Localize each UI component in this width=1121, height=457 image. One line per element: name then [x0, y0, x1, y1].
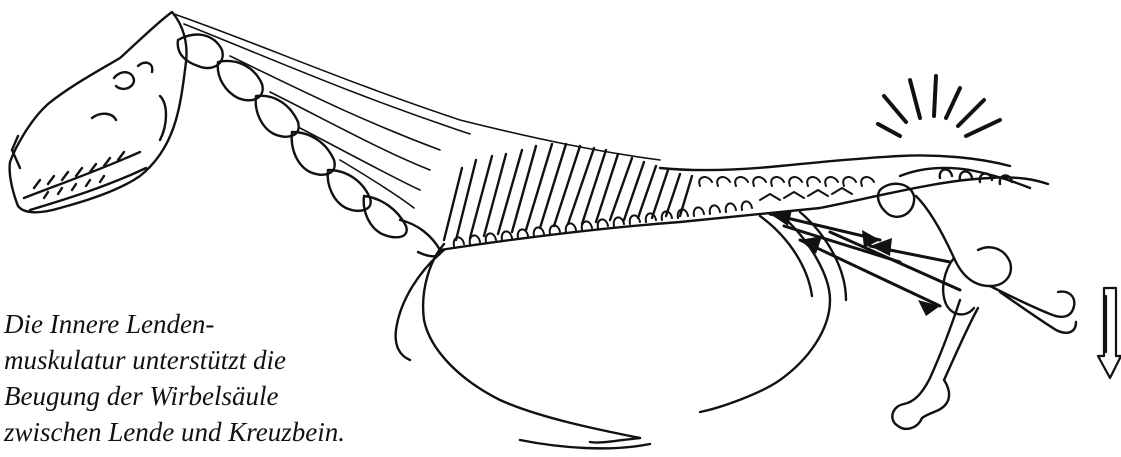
down-arrow-icon	[1098, 288, 1121, 378]
arrowhead-icon	[770, 210, 940, 316]
caption-text: Die Innere Lenden- muskulatur unterstütz…	[4, 306, 444, 450]
caption-line: Die Innere Lenden-	[4, 306, 444, 342]
pelvis-and-femur	[892, 196, 1076, 429]
sacrum	[878, 168, 1030, 217]
caption-line: zwischen Lende und Kreuzbein.	[4, 414, 444, 450]
thoracic-spine	[440, 144, 1048, 250]
skull	[10, 12, 187, 212]
caption-line: Beugung der Wirbelsäule	[4, 378, 444, 414]
cervical-vertebrae	[178, 35, 440, 257]
caption-line: muskulatur unterstützt die	[4, 342, 444, 378]
radiating-lines-icon	[878, 76, 1000, 136]
neck-ligament-lines	[174, 14, 660, 208]
